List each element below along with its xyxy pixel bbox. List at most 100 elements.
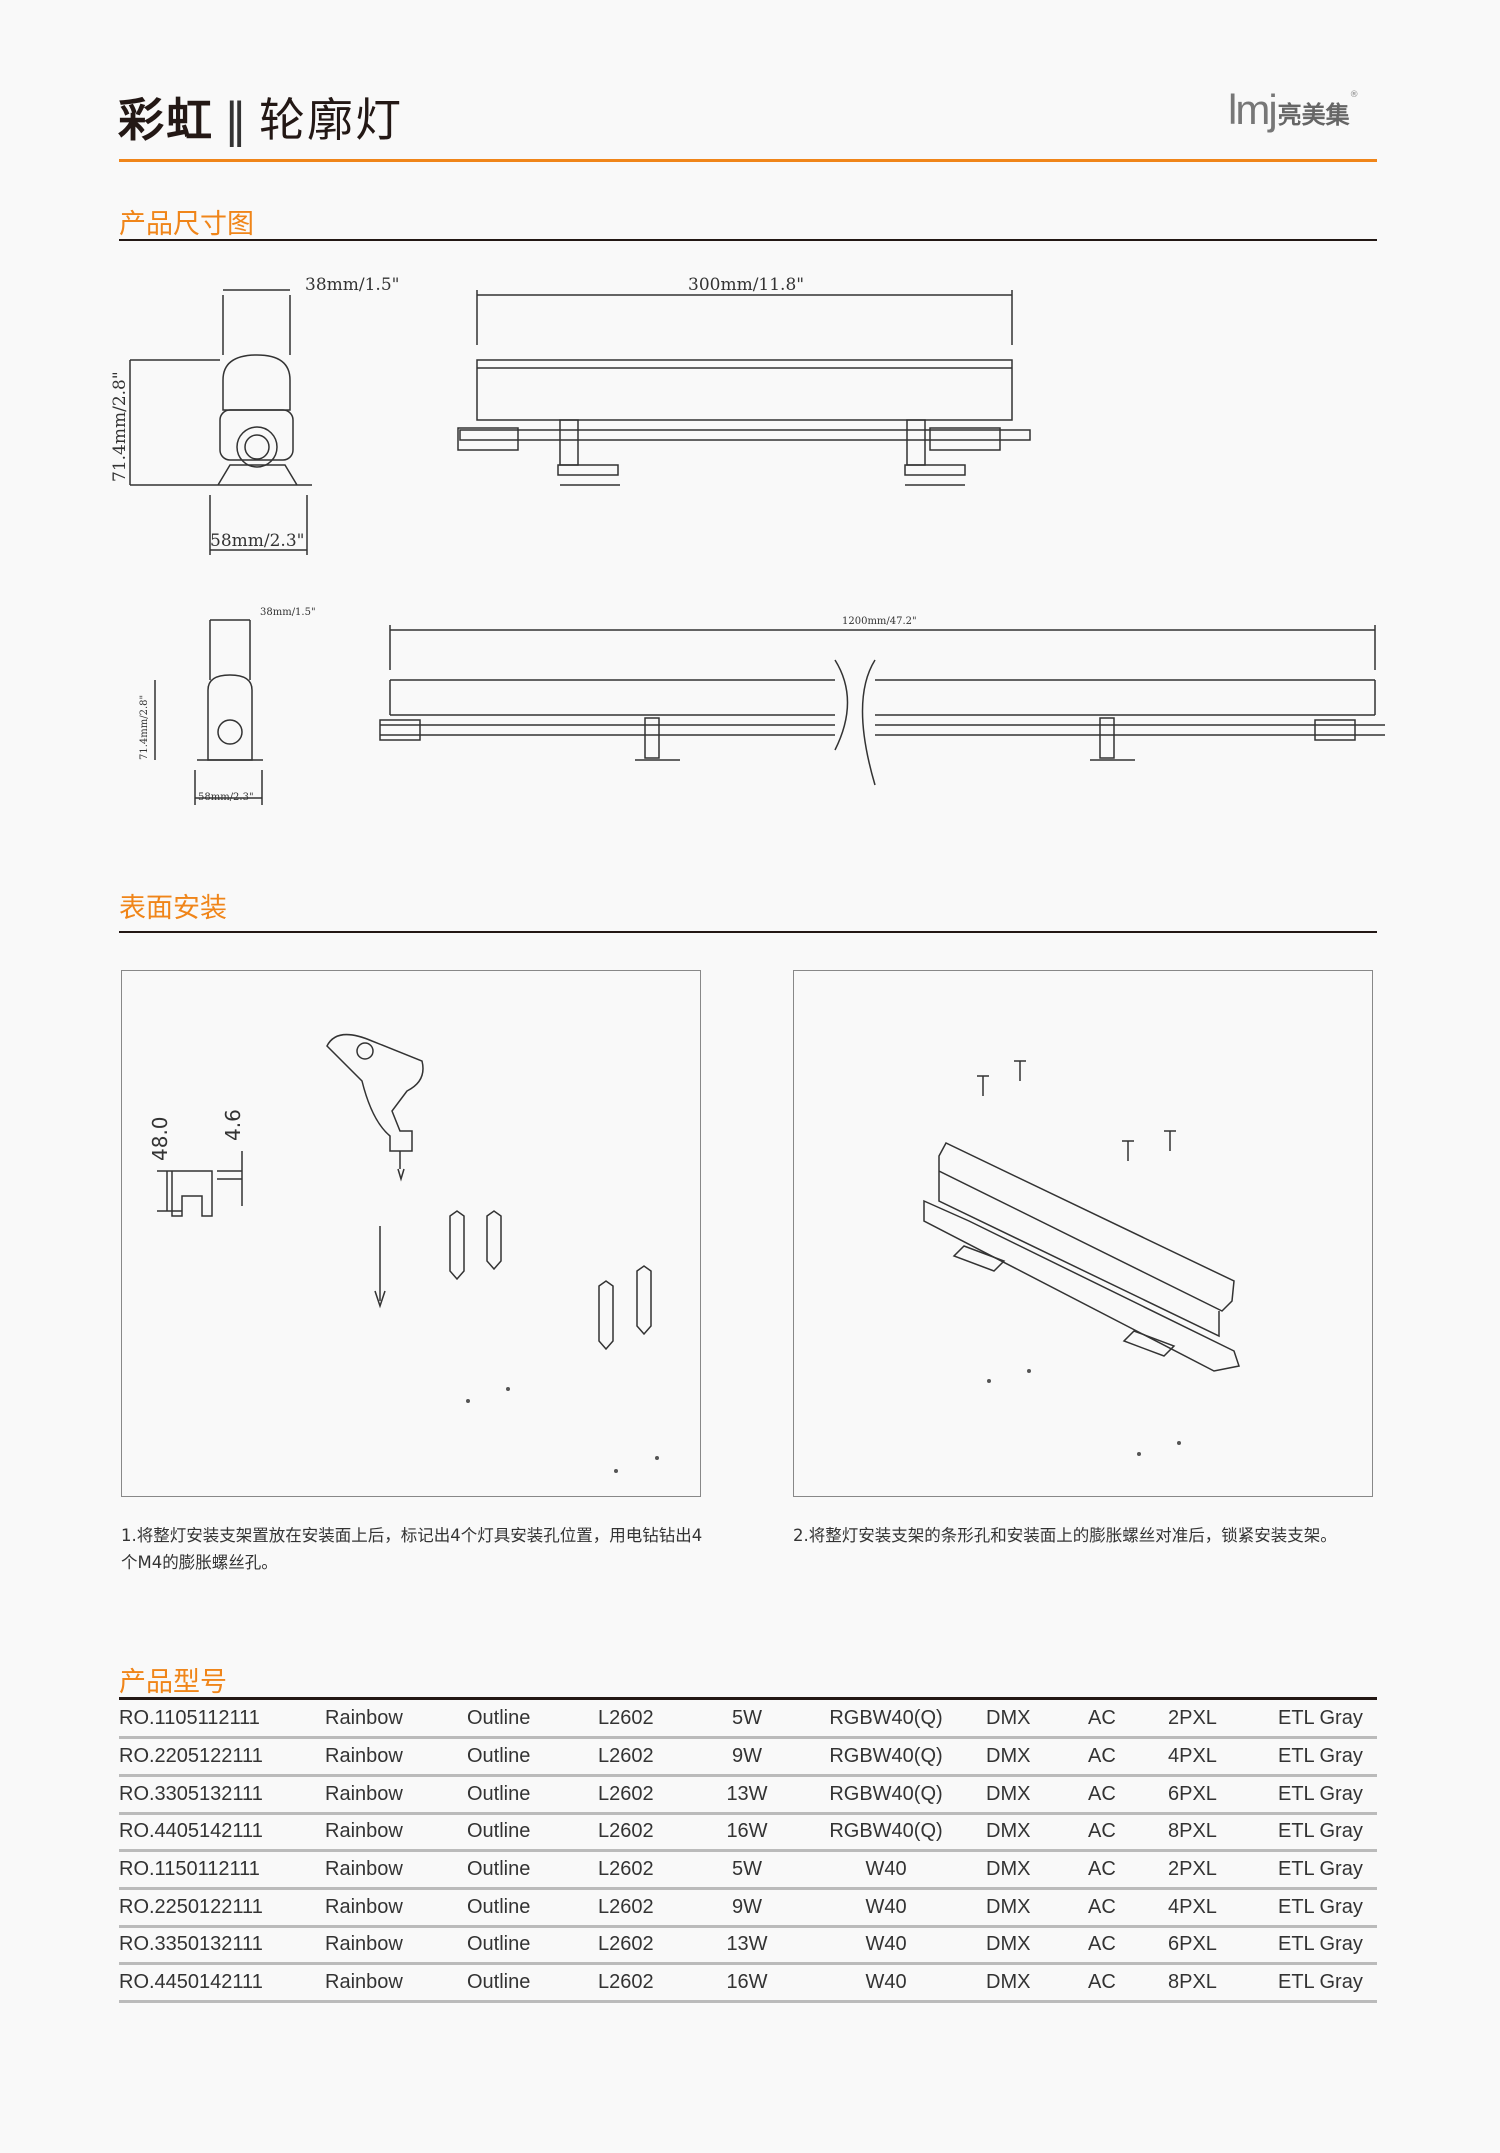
cell-series: Rainbow bbox=[325, 1963, 467, 2003]
cell-model-number: RO.3305132111 bbox=[119, 1775, 325, 1815]
section-divider bbox=[119, 239, 1377, 241]
cell-power: 13W bbox=[708, 1926, 786, 1966]
mounting-step1-illustration: 48.0 4.6 bbox=[121, 970, 701, 1497]
dim-base: 58mm/2.3" bbox=[210, 531, 304, 551]
cell-power: 9W bbox=[708, 1888, 786, 1928]
cell-color: RGBW40(Q) bbox=[786, 1700, 986, 1740]
title-separator: ‖ bbox=[224, 93, 249, 147]
cell-series: Rainbow bbox=[325, 1813, 467, 1853]
dim-width-top-2: 38mm/1.5" bbox=[260, 607, 316, 618]
cell-series: Rainbow bbox=[325, 1737, 467, 1777]
cell-series: Rainbow bbox=[325, 1926, 467, 1966]
cell-color: W40 bbox=[786, 1850, 986, 1890]
dim-width-top: 38mm/1.5" bbox=[305, 275, 399, 295]
cell-type: Outline bbox=[467, 1700, 598, 1740]
cell-voltage: AC bbox=[1088, 1926, 1168, 1966]
header-divider bbox=[119, 159, 1377, 162]
cell-type: Outline bbox=[467, 1775, 598, 1815]
cell-type: Outline bbox=[467, 1737, 598, 1777]
cell-code: L2602 bbox=[598, 1775, 708, 1815]
cell-power: 16W bbox=[708, 1963, 786, 2003]
cell-voltage: AC bbox=[1088, 1888, 1168, 1928]
cell-code: L2602 bbox=[598, 1737, 708, 1777]
cell-series: Rainbow bbox=[325, 1888, 467, 1928]
anchor-icons bbox=[449, 1210, 652, 1351]
cell-model-number: RO.1105112111 bbox=[119, 1700, 325, 1740]
cell-type: Outline bbox=[467, 1888, 598, 1928]
cell-series: Rainbow bbox=[325, 1850, 467, 1890]
cell-certification: ETL Gray bbox=[1278, 1888, 1377, 1928]
cell-type: Outline bbox=[467, 1963, 598, 2003]
screw-icons bbox=[977, 1060, 1176, 1161]
cell-pixels: 6PXL bbox=[1168, 1775, 1278, 1815]
cell-type: Outline bbox=[467, 1813, 598, 1853]
hole-marks bbox=[987, 1369, 1181, 1456]
cell-certification: ETL Gray bbox=[1278, 1813, 1377, 1853]
cell-model-number: RO.4450142111 bbox=[119, 1963, 325, 2003]
cell-voltage: AC bbox=[1088, 1775, 1168, 1815]
cell-series: Rainbow bbox=[325, 1700, 467, 1740]
mounting-step2-illustration bbox=[793, 970, 1373, 1497]
page-title: 彩虹‖轮廓灯 bbox=[118, 84, 403, 150]
dim-height-2: 71.4mm/2.8" bbox=[139, 695, 150, 760]
cell-pixels: 4PXL bbox=[1168, 1888, 1278, 1928]
cell-control: DMX bbox=[986, 1963, 1088, 2003]
cell-certification: ETL Gray bbox=[1278, 1963, 1377, 2003]
cell-model-number: RO.3350132111 bbox=[119, 1926, 325, 1966]
cell-code: L2602 bbox=[598, 1850, 708, 1890]
dim-height: 71.4mm/2.8" bbox=[110, 371, 130, 482]
side-view-1200: 1200mm/47.2" bbox=[379, 616, 1385, 786]
dim-48: 48.0 bbox=[148, 1116, 172, 1161]
cell-power: 5W bbox=[708, 1700, 786, 1740]
section-divider bbox=[119, 931, 1377, 933]
cell-certification: ETL Gray bbox=[1278, 1926, 1377, 1966]
arrow-down-icon bbox=[374, 1226, 386, 1309]
cell-certification: ETL Gray bbox=[1278, 1850, 1377, 1890]
cell-certification: ETL Gray bbox=[1278, 1737, 1377, 1777]
cell-power: 16W bbox=[708, 1813, 786, 1853]
cell-power: 9W bbox=[708, 1737, 786, 1777]
cell-color: W40 bbox=[786, 1963, 986, 2003]
logo-cn: 亮美集 bbox=[1277, 101, 1350, 129]
cell-color: RGBW40(Q) bbox=[786, 1775, 986, 1815]
cell-control: DMX bbox=[986, 1737, 1088, 1777]
mounting-step2-caption: 2.将整灯安装支架的条形孔和安装面上的膨胀螺丝对准后，锁紧安装支架。 bbox=[793, 1526, 1337, 1545]
cell-voltage: AC bbox=[1088, 1700, 1168, 1740]
cell-color: RGBW40(Q) bbox=[786, 1737, 986, 1777]
dimension-drawings: 38mm/1.5" 71.4mm/2.8" 58mm/2.3" 300mm/11… bbox=[110, 275, 1385, 805]
cell-certification: ETL Gray bbox=[1278, 1700, 1377, 1740]
fixture-icon bbox=[923, 1142, 1240, 1372]
cell-pixels: 8PXL bbox=[1168, 1813, 1278, 1853]
end-view-1200: 38mm/1.5" 71.4mm/2.8" 58mm/2.3" bbox=[139, 607, 316, 805]
cell-type: Outline bbox=[467, 1926, 598, 1966]
cell-pixels: 8PXL bbox=[1168, 1963, 1278, 2003]
logo-latin: lmj bbox=[1228, 86, 1278, 133]
mounting-step1-caption: 1.将整灯安装支架置放在安装面上后，标记出4个灯具安装孔位置，用电钻钻出4个M4… bbox=[121, 1526, 703, 1572]
dim-base-2: 58mm/2.3" bbox=[198, 792, 254, 803]
drill-icon bbox=[326, 1033, 424, 1182]
cell-voltage: AC bbox=[1088, 1963, 1168, 2003]
section-divider bbox=[119, 1697, 1377, 1700]
cell-code: L2602 bbox=[598, 1700, 708, 1740]
cell-model-number: RO.2205122111 bbox=[119, 1737, 325, 1777]
cell-color: W40 bbox=[786, 1926, 986, 1966]
cell-model-number: RO.1150112111 bbox=[119, 1850, 325, 1890]
cell-pixels: 2PXL bbox=[1168, 1850, 1278, 1890]
cell-code: L2602 bbox=[598, 1813, 708, 1853]
bracket-dimension: 48.0 4.6 bbox=[148, 1109, 245, 1217]
cell-control: DMX bbox=[986, 1926, 1088, 1966]
cell-model-number: RO.2250122111 bbox=[119, 1888, 325, 1928]
cell-control: DMX bbox=[986, 1850, 1088, 1890]
cell-color: RGBW40(Q) bbox=[786, 1813, 986, 1853]
end-view-300: 38mm/1.5" 71.4mm/2.8" 58mm/2.3" bbox=[110, 275, 399, 555]
cell-power: 13W bbox=[708, 1775, 786, 1815]
section-title-models: 产品型号 bbox=[119, 1667, 227, 1698]
cell-pixels: 2PXL bbox=[1168, 1700, 1278, 1740]
cell-code: L2602 bbox=[598, 1888, 708, 1928]
